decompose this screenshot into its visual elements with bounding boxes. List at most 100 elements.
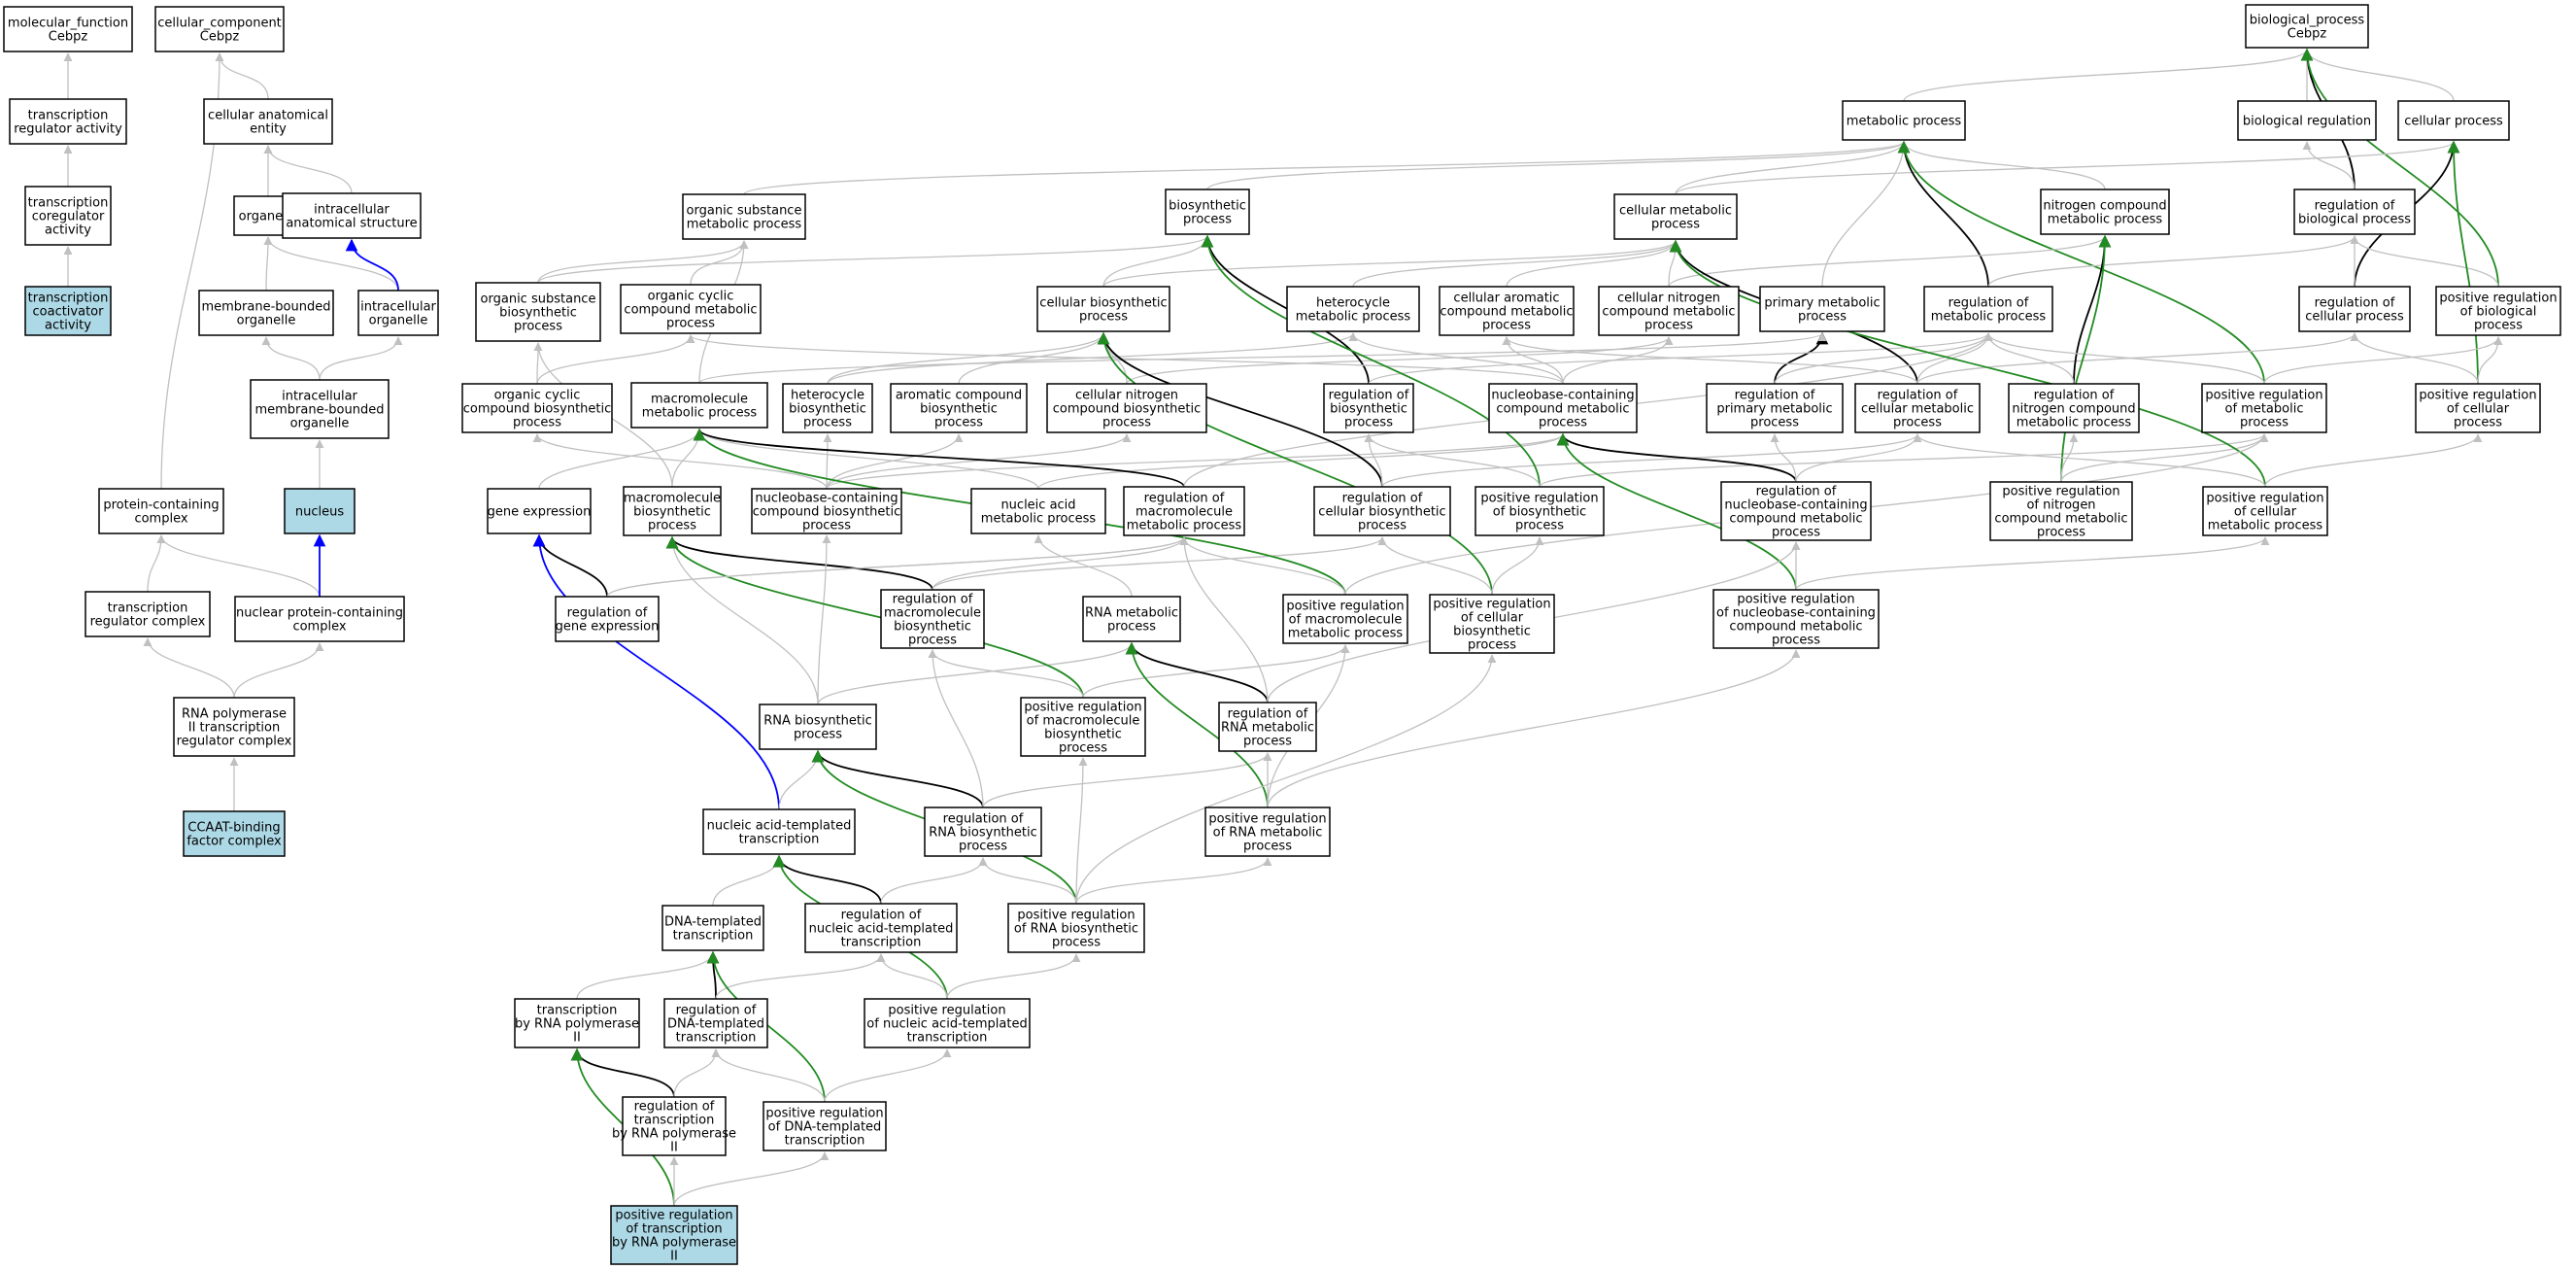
node-rmacbp[interactable]: regulation ofmacromoleculebiosyntheticpr… bbox=[880, 589, 985, 649]
node-box-rcbp bbox=[1313, 486, 1451, 536]
node-label-line: biological regulation bbox=[2243, 115, 2371, 129]
node-label-line: compound metabolic bbox=[1602, 305, 1735, 320]
node-box-tcaa bbox=[24, 286, 112, 336]
node-box-prmacbp bbox=[1020, 697, 1146, 757]
node-cp[interactable]: cellular process bbox=[2397, 100, 2510, 141]
node-box-mbo bbox=[198, 290, 334, 336]
edge-prrnabp-to-prmacbp bbox=[1075, 757, 1088, 905]
node-nuc[interactable]: nucleus bbox=[284, 488, 356, 534]
node-label-line: regulation of bbox=[676, 1004, 757, 1018]
edge-rnatt-to-natt bbox=[772, 854, 882, 905]
node-rnbcmp[interactable]: regulation ofnucleobase-containingcompou… bbox=[1720, 481, 1872, 541]
node-label-line: process bbox=[803, 416, 852, 430]
edge-prdtt-to-dtt bbox=[706, 950, 826, 1103]
node-layer: molecular_functionCebpztranscriptionregu… bbox=[3, 4, 2561, 1265]
node-mp[interactable]: metabolic process bbox=[1842, 100, 1966, 141]
node-box-macmp bbox=[630, 382, 768, 429]
node-label-line: process bbox=[1102, 416, 1151, 430]
node-label-line: transcription bbox=[739, 833, 820, 847]
node-label-line: process bbox=[1515, 519, 1564, 533]
node-ge[interactable]: gene expression bbox=[487, 488, 592, 534]
edge-trp2-to-dtt bbox=[576, 951, 718, 1000]
edge-prcbp-to-cbp bbox=[1097, 331, 1493, 596]
node-box-prcmp bbox=[2202, 486, 2328, 536]
node-breg[interactable]: biological regulation bbox=[2237, 100, 2377, 141]
node-label-line: metabolic process bbox=[1931, 310, 2047, 325]
node-label-line: metabolic process bbox=[1296, 310, 1411, 325]
node-label-line: regulator complex bbox=[177, 735, 292, 749]
